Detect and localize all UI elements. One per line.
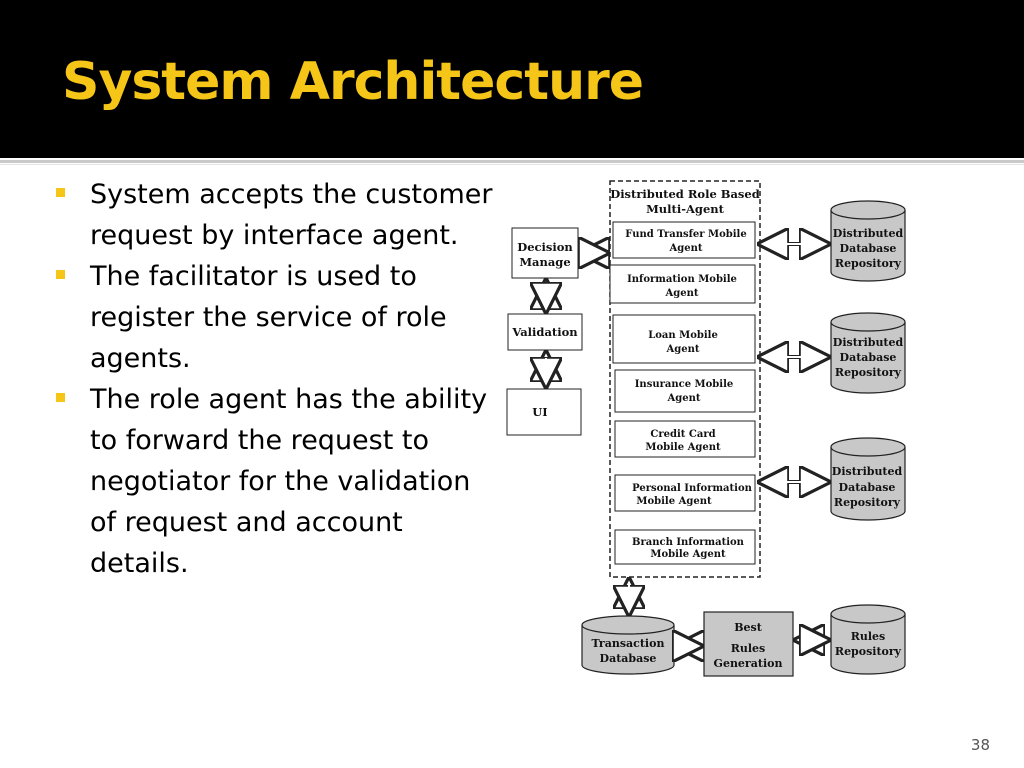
agent-label: Branch Information <box>632 537 745 548</box>
validation-label: Validation <box>511 325 578 339</box>
title-bar: System Architecture <box>0 0 1024 158</box>
agent-label: Mobile Agent <box>650 549 726 560</box>
agent-label: Agent <box>668 243 702 254</box>
agent-personal-information: Personal Information Mobile Agent <box>614 474 756 512</box>
repo-label: Distributed <box>833 227 904 240</box>
agent-label: Agent <box>664 288 698 299</box>
container-label-1: Distributed Role Based <box>610 187 760 201</box>
header-divider <box>0 160 1024 163</box>
repo-label: Database <box>840 351 897 364</box>
agent-label: Fund Transfer Mobile <box>625 229 746 240</box>
rules-repo-label: Rules <box>851 630 886 643</box>
bullet-square-icon <box>56 270 65 279</box>
decision-manage-box: Decision Manage <box>511 227 579 279</box>
ui-label: UI <box>532 405 547 419</box>
agent-branch-information: Branch Information Mobile Agent <box>614 529 756 565</box>
bullet-text: The facilitator is used to register the … <box>90 261 447 374</box>
agent-credit-card: Credit Card Mobile Agent <box>614 420 756 458</box>
transaction-database-cylinder: Transaction Database <box>581 615 675 675</box>
bullet-item: System accepts the customer request by i… <box>54 174 499 256</box>
rules-repository-cylinder: Rules Repository <box>830 604 906 675</box>
repo-label: Distributed <box>832 465 903 478</box>
ui-box: UI <box>506 388 582 436</box>
agent-label: Mobile Agent <box>645 442 721 453</box>
bullet-text: System accepts the customer request by i… <box>90 179 493 251</box>
agent-insurance: Insurance Mobile Agent <box>614 369 756 413</box>
page-number: 38 <box>970 736 990 754</box>
repo-label: Repository <box>835 366 902 379</box>
repo-label: Database <box>839 481 896 494</box>
rules-gen-label: Rules <box>731 642 766 655</box>
agent-label: Credit Card <box>650 429 715 440</box>
repo-label: Database <box>840 242 897 255</box>
rules-gen-label: Generation <box>714 657 783 670</box>
repository-1-cylinder: Distributed Database Repository <box>830 200 906 282</box>
repo-label: Repository <box>835 257 902 270</box>
agent-label: Agent <box>666 393 700 404</box>
header-divider-thin <box>0 164 1024 165</box>
bullet-square-icon <box>56 188 65 197</box>
agent-label: Loan Mobile <box>648 330 718 341</box>
repository-3-cylinder: Distributed Database Repository <box>830 437 906 521</box>
rules-gen-label: Best <box>734 621 762 634</box>
agent-label: Information Mobile <box>627 274 737 285</box>
container-label-2: Multi-Agent <box>646 202 725 216</box>
bullet-list: System accepts the customer request by i… <box>54 174 499 584</box>
bullet-square-icon <box>56 393 65 402</box>
decision-label-2: Manage <box>519 255 570 269</box>
bullet-item: The role agent has the ability to forwar… <box>54 379 499 584</box>
agent-label: Insurance Mobile <box>635 379 734 390</box>
transaction-label: Transaction <box>592 637 665 650</box>
rules-repo-label: Repository <box>835 645 902 658</box>
repository-2-cylinder: Distributed Database Repository <box>830 312 906 394</box>
transaction-label: Database <box>600 652 657 665</box>
bullet-item: The facilitator is used to register the … <box>54 256 499 379</box>
best-rules-generation-box: Best Rules Generation <box>703 611 794 677</box>
agent-loan: Loan Mobile Agent <box>612 314 756 364</box>
multi-agent-container: Distributed Role Based Multi-Agent <box>609 180 761 578</box>
agent-information: Information Mobile Agent <box>609 264 756 304</box>
repo-label: Repository <box>834 496 901 509</box>
decision-label-1: Decision <box>517 240 573 254</box>
agent-label: Personal Information <box>632 483 753 494</box>
bullet-text: The role agent has the ability to forwar… <box>90 384 488 579</box>
validation-box: Validation <box>507 313 583 351</box>
page-title: System Architecture <box>62 52 644 112</box>
agent-label: Agent <box>665 344 699 355</box>
agent-fund-transfer: Fund Transfer Mobile Agent <box>612 221 756 259</box>
agent-label: Mobile Agent <box>636 496 712 507</box>
repo-label: Distributed <box>833 336 904 349</box>
